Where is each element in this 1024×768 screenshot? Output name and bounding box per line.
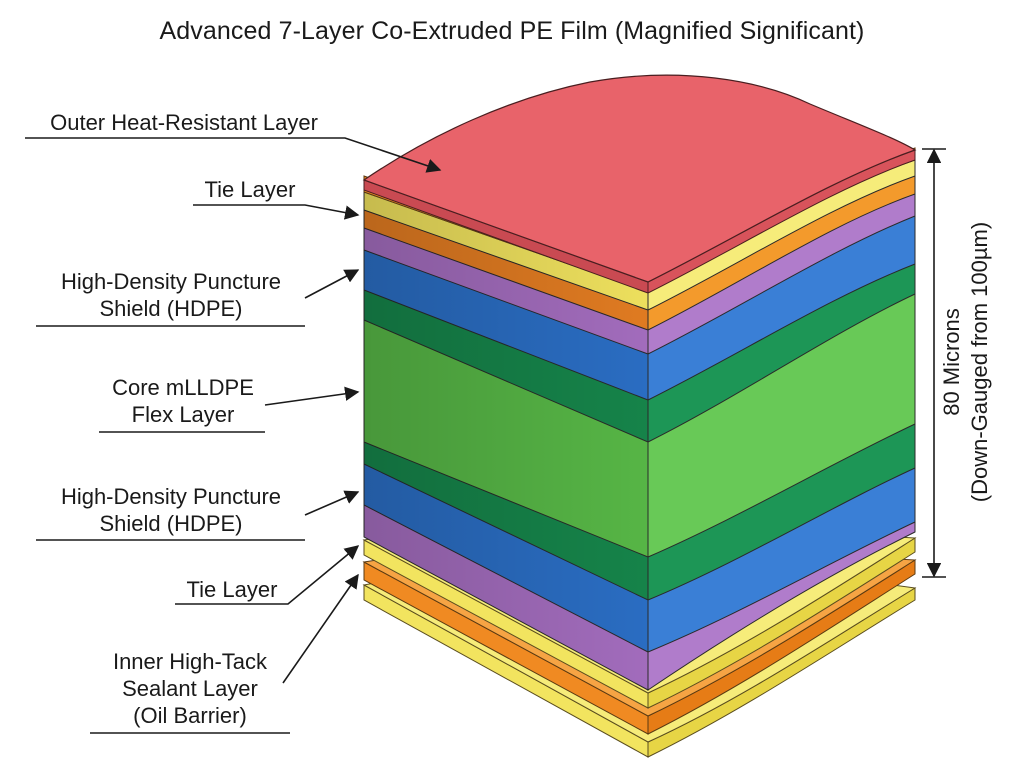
label-hdpe-bottom-line1: High-Density Puncture (60, 484, 282, 509)
dimension-label: 80 Microns (Down-Gauged from 100µm) (938, 152, 994, 572)
label-inner-line2: Sealant Layer (122, 676, 258, 701)
label-inner-line3: (Oil Barrier) (133, 703, 247, 728)
main-block-left-face (363, 191, 649, 691)
main-block-right-face (647, 159, 916, 691)
label-inner-line1: Inner High-Tack (112, 649, 268, 674)
label-outer-text: Outer Heat-Resistant Layer (50, 110, 318, 135)
leader-tie-top (193, 204, 360, 220)
leader-outer (25, 137, 442, 173)
label-tie-bottom: Tie Layer (175, 576, 289, 603)
label-tie-bottom-text: Tie Layer (186, 577, 278, 602)
diagram-title: Advanced 7-Layer Co-Extruded PE Film (Ma… (159, 17, 865, 45)
leader-inner (90, 575, 358, 734)
label-hdpe-bottom-line2: Shield (HDPE) (99, 511, 243, 536)
layer-outer-red (362, 74, 917, 294)
label-inner-sealant: Inner High-Tack Sealant Layer (Oil Barri… (90, 648, 290, 729)
layer-stack (362, 74, 917, 758)
label-hdpe-top-line2: Shield (HDPE) (99, 296, 243, 321)
dimension-line1: 80 Microns (939, 308, 964, 416)
label-core-line2: Flex Layer (131, 402, 235, 427)
label-hdpe-top: High-Density Puncture Shield (HDPE) (36, 268, 306, 322)
leader-core (99, 392, 358, 433)
leader-lines (25, 137, 442, 734)
label-tie-top-text: Tie Layer (204, 177, 296, 202)
thickness-dimension (922, 148, 946, 578)
label-hdpe-bottom: High-Density Puncture Shield (HDPE) (36, 483, 306, 537)
leader-tie-bottom (175, 545, 360, 605)
label-core: Core mLLDPE Flex Layer (99, 374, 267, 428)
dimension-line2: (Down-Gauged from 100µm) (967, 221, 992, 503)
label-hdpe-top-line1: High-Density Puncture (60, 269, 282, 294)
label-outer-heat-resistant: Outer Heat-Resistant Layer (25, 109, 343, 136)
label-tie-top: Tie Layer (193, 176, 307, 203)
label-core-line1: Core mLLDPE (112, 375, 254, 400)
leader-hdpe-bottom (36, 492, 358, 541)
leader-hdpe-top (36, 270, 358, 327)
